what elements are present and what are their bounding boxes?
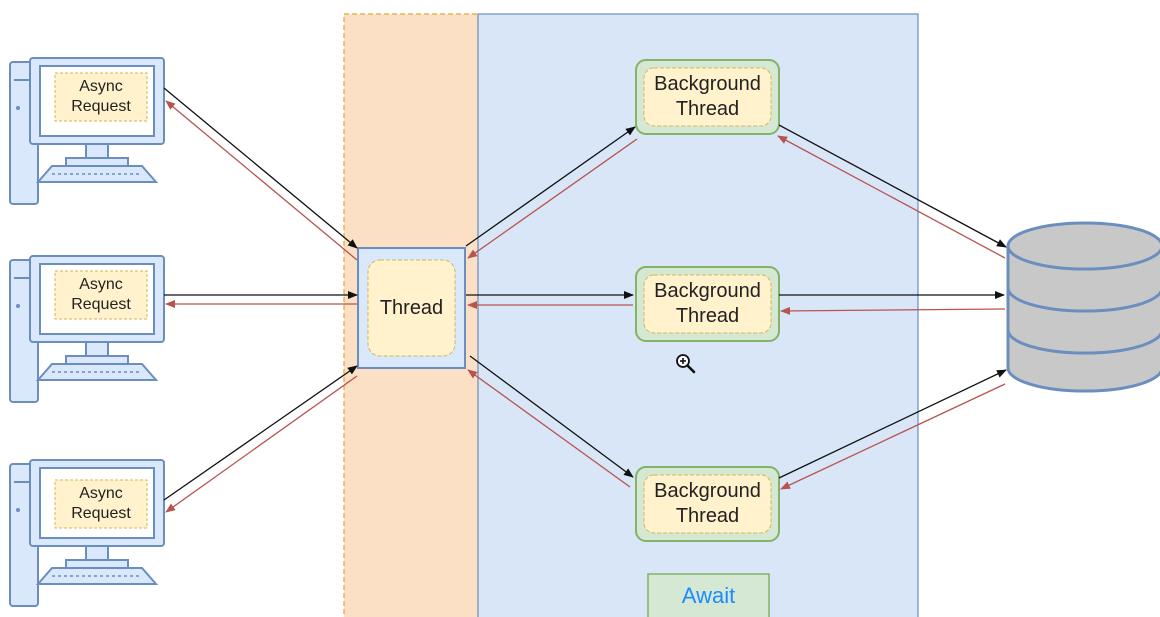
client-computer-2	[9, 255, 165, 403]
async-request-text-1: Async Request	[71, 78, 131, 115]
client-computer-3	[9, 459, 165, 607]
response-arrow-bg-3	[467, 369, 631, 488]
background-thread-node-2	[635, 266, 780, 342]
database-cylinder-icon	[1006, 221, 1160, 393]
request-arrow-client-3	[163, 365, 358, 501]
response-arrow-db-1	[777, 135, 1006, 259]
background-thread-label: Background Thread	[644, 275, 771, 333]
zoom-in-cursor-icon	[676, 354, 696, 374]
background-thread-text-2: Background Thread	[654, 280, 761, 327]
await-box	[647, 573, 770, 617]
async-request-text-3: Async Request	[71, 485, 131, 522]
async-request-label: Async Request	[55, 73, 147, 121]
await-label: Await	[648, 574, 769, 617]
response-arrow-db-2	[780, 306, 1006, 315]
background-thread-text-3: Background Thread	[654, 480, 761, 527]
response-arrow-client-3	[165, 375, 358, 513]
request-arrow-db-1	[778, 124, 1007, 248]
response-arrow-client-1	[165, 100, 358, 261]
background-thread-text-1: Background Thread	[654, 73, 761, 120]
request-arrow-bg-3	[469, 355, 634, 478]
async-request-text-2: Async Request	[71, 276, 131, 313]
background-thread-label: Background Thread	[644, 68, 771, 126]
thread-text: Thread	[379, 296, 444, 319]
async-request-label: Async Request	[55, 480, 147, 528]
request-arrow-client-1	[163, 87, 358, 249]
response-arrow-bg-1	[467, 138, 638, 259]
background-thread-node-3	[635, 466, 780, 542]
request-arrow-bg-1	[465, 126, 636, 247]
thread-label: Thread	[368, 260, 455, 356]
async-request-box-2	[54, 270, 148, 320]
async-request-box-3	[54, 479, 148, 529]
background-thread-label: Background Thread	[644, 475, 771, 533]
request-arrow-db-3	[778, 369, 1007, 479]
async-request-label: Async Request	[55, 271, 147, 319]
await-text: Await	[681, 582, 736, 608]
arrows	[163, 87, 1007, 513]
thread-node	[357, 247, 466, 369]
async-request-box-1	[54, 72, 148, 122]
client-computer-1	[9, 57, 165, 205]
background-thread-node-1	[635, 59, 780, 135]
response-arrow-db-3	[780, 383, 1006, 490]
